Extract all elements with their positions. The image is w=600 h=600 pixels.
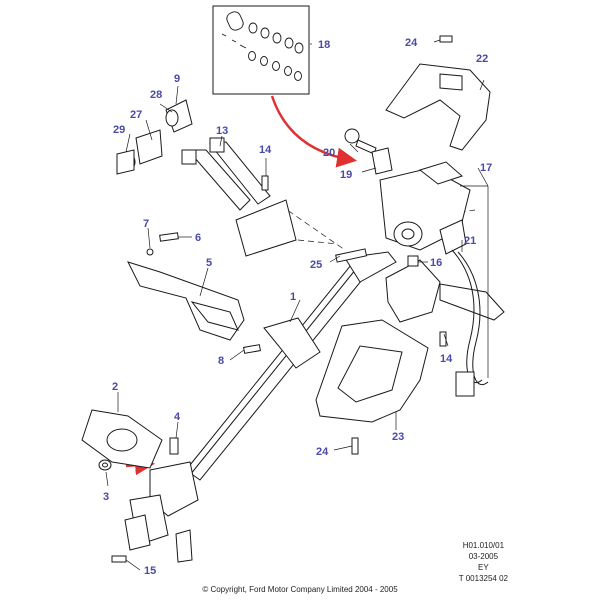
callout-28: 28 [150,89,162,101]
wiring-harness-connector [181,137,297,257]
callout-5: 5 [206,257,212,269]
callout-17: 17 [480,162,492,174]
callout-15: 15 [144,565,156,577]
callout-3: 3 [103,491,109,503]
callout-23: 23 [392,431,404,443]
reference-line-2: 03-2005 [468,552,499,561]
screws [146,232,261,354]
ignition-lock-housing [379,161,471,255]
column-mount-bracket [263,317,321,369]
callout-27: 27 [130,109,142,121]
red-pointer-arrow-inset [270,95,357,168]
reference-line-4: T 0013254 02 [458,574,508,583]
switch-wiring-loom [451,249,489,397]
callout-6: 6 [195,232,201,244]
callout-18: 18 [318,39,330,51]
reference-line-1: H01.010/01 [462,541,505,550]
callout-19: 19 [340,169,352,181]
inset-box-part-18 [212,5,310,95]
callout-21: 21 [464,235,476,247]
callout-2: 2 [112,381,118,393]
gasket-plate [81,409,163,469]
nut [98,459,112,471]
multifunction-switch [385,255,505,323]
callout-14-lower: 14 [440,353,453,365]
callout-7: 7 [143,218,149,230]
ignition-key-and-barrel [344,128,393,175]
callout-16: 16 [430,257,442,269]
callout-22: 22 [476,53,488,65]
bolt-25 [335,248,368,263]
support-bracket [127,261,245,341]
universal-joint [124,461,199,563]
callout-8: 8 [218,355,224,367]
screw-15 [111,555,127,563]
lower-shroud [315,319,429,423]
callout-13: 13 [216,125,228,137]
callout-14-upper: 14 [259,144,272,156]
bolt-4 [169,437,179,455]
callout-9: 9 [174,73,180,85]
leader-lines [105,39,489,571]
callout-1: 1 [290,291,296,303]
bearing-spring-set [116,99,193,175]
callout-25: 25 [310,259,322,271]
callout-20: 20 [323,147,335,159]
reference-code-block: H01.010/01 03-2005 EY T 0013254 02 [459,540,508,584]
callout-labels: 1 2 3 4 5 6 7 8 9 13 14 14 15 16 17 18 1… [103,37,492,577]
upper-shroud [385,63,491,151]
reference-line-3: EY [478,563,489,572]
callout-4: 4 [174,411,181,423]
callout-24-bottom: 24 [316,446,329,458]
copyright-footer: © Copyright, Ford Motor Company Limited … [202,585,398,594]
callout-29: 29 [113,124,125,136]
callout-24-top: 24 [405,37,418,49]
alignment-dashed-lines [279,204,476,251]
